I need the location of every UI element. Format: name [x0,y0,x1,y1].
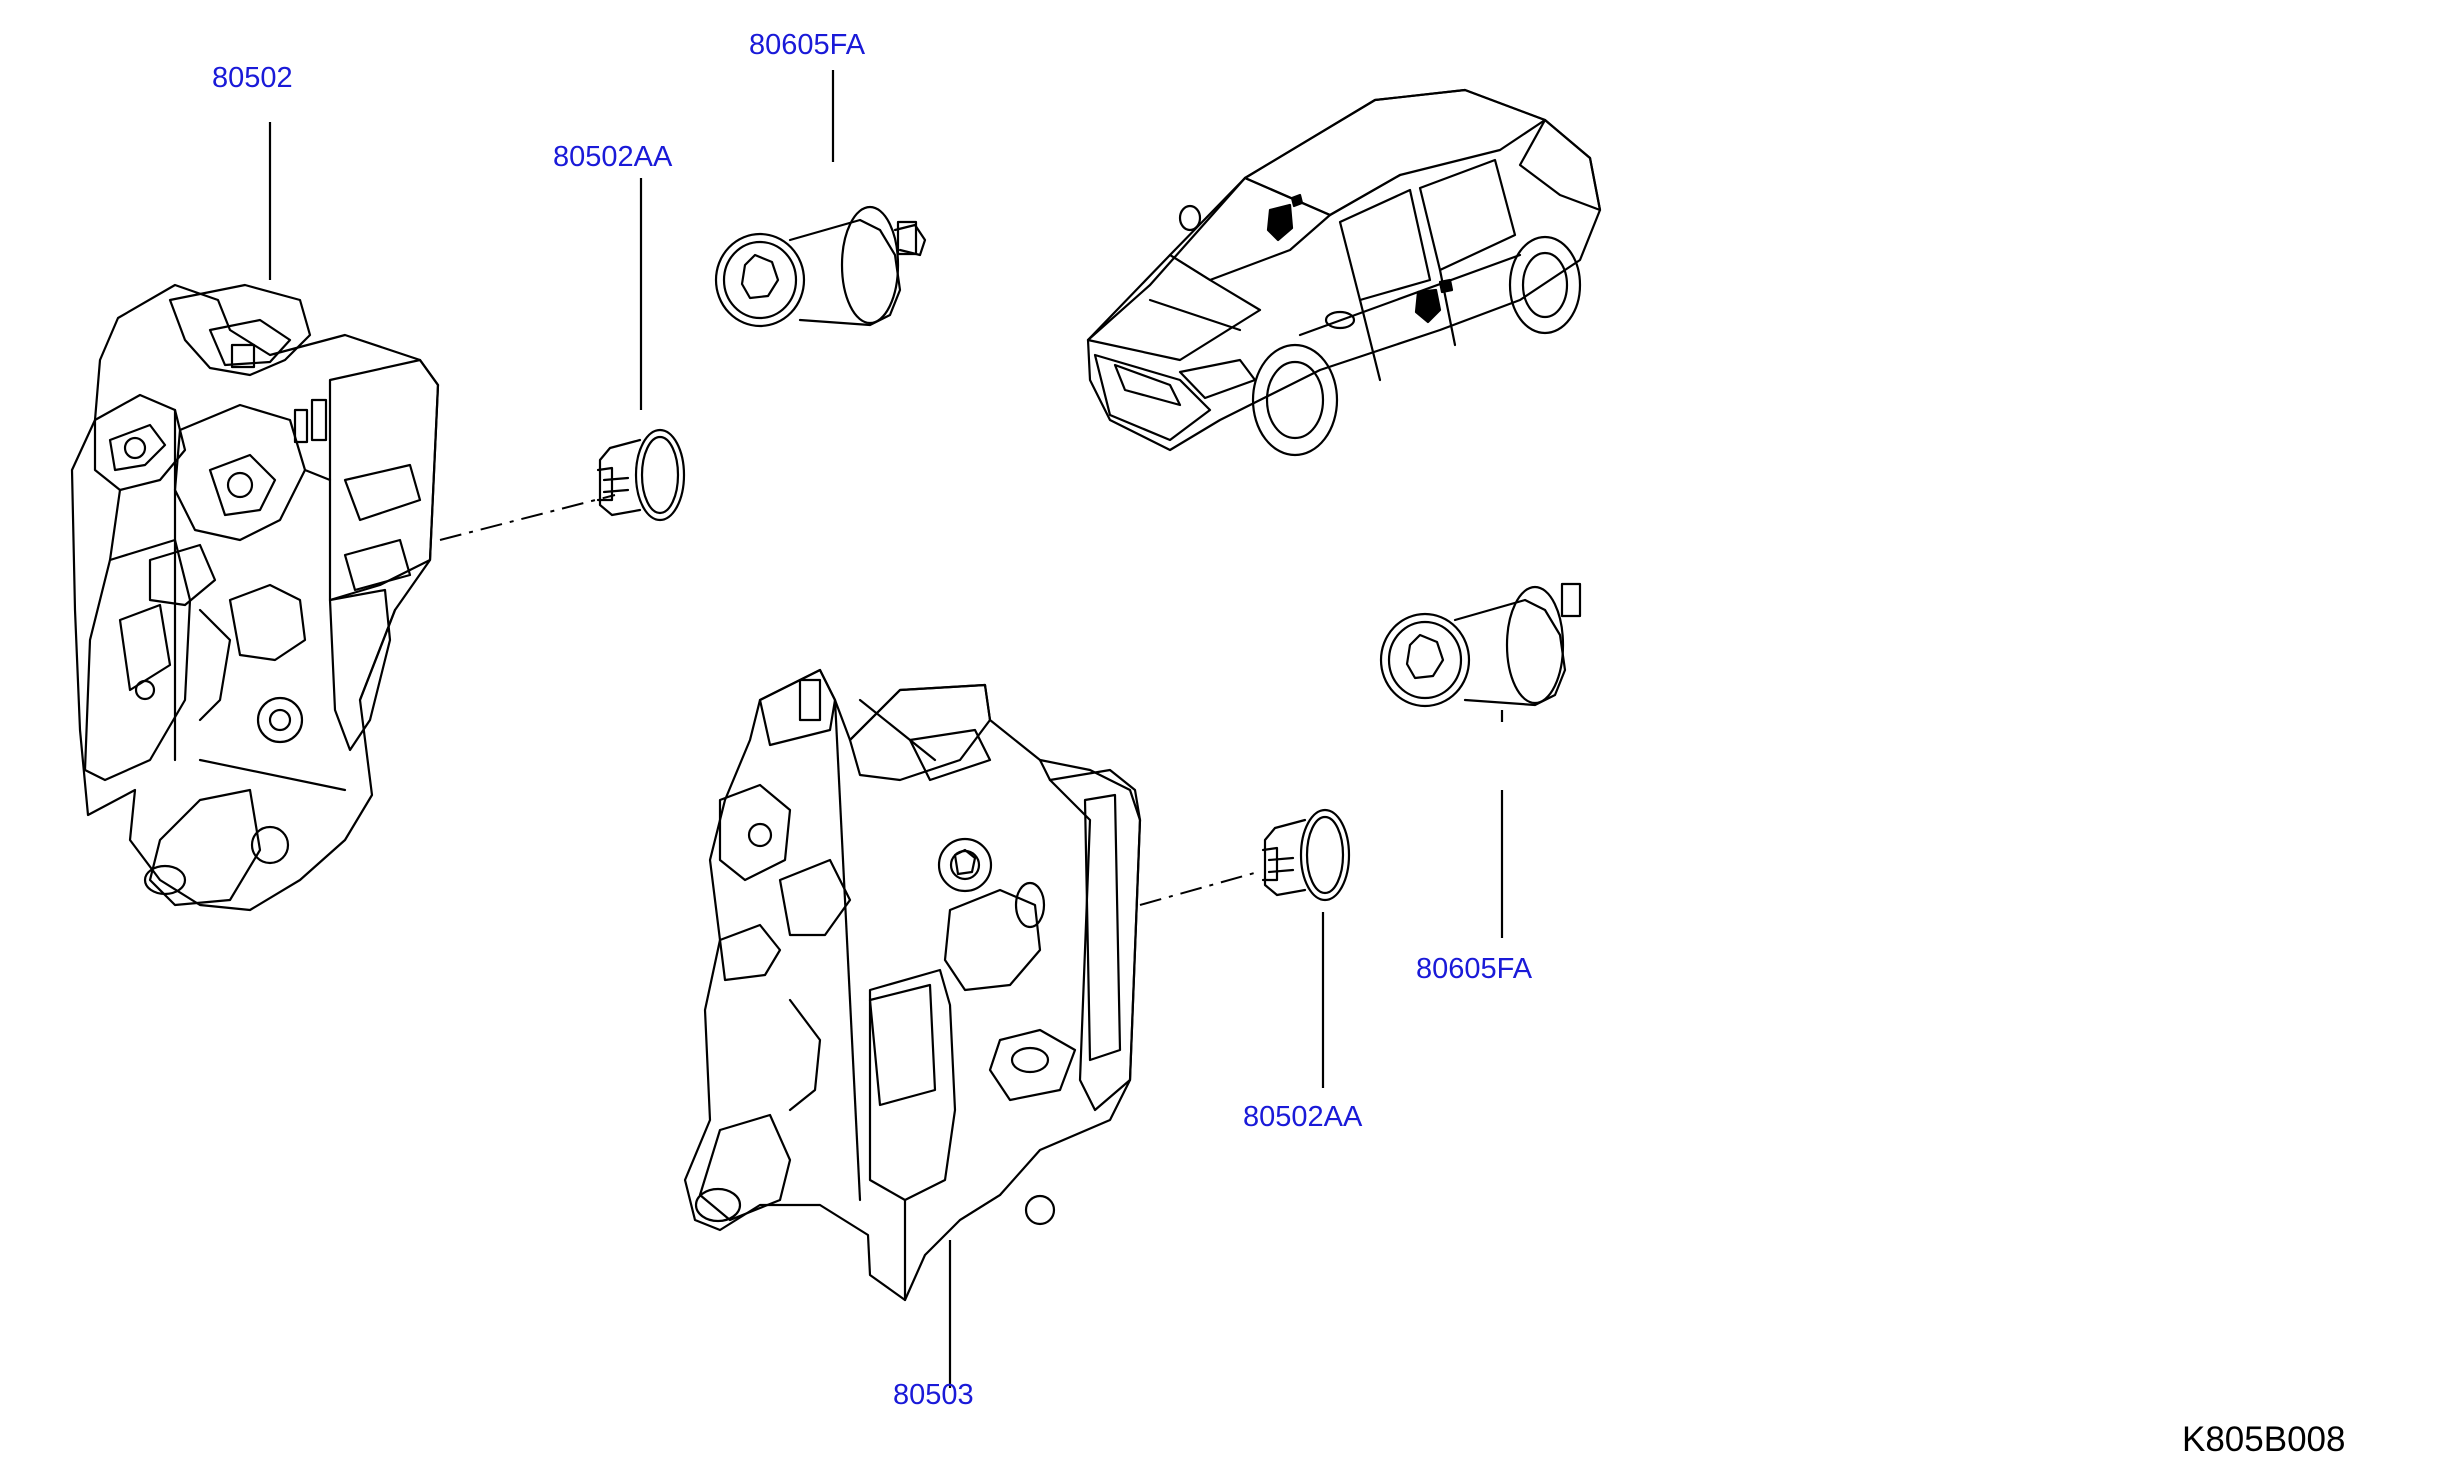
diagram-code: K805B008 [2182,1420,2346,1459]
door-lock-actuator-left [70,283,440,912]
callout-80503[interactable]: 80503 [893,1379,974,1411]
vehicle-illustration [1086,88,1602,457]
callout-80605fa-right[interactable]: 80605FA [1416,953,1533,985]
callout-80605fa-top[interactable]: 80605FA [749,29,866,61]
callout-80502aa-right[interactable]: 80502AA [1243,1101,1363,1133]
bolt-top [714,205,927,328]
door-lock-actuator-right [683,668,1142,1302]
screw-right [1261,808,1351,902]
callout-80502aa-left[interactable]: 80502AA [553,141,673,173]
bolt-right [1379,582,1582,708]
callout-80502[interactable]: 80502 [212,62,293,94]
screw-left [596,428,686,522]
